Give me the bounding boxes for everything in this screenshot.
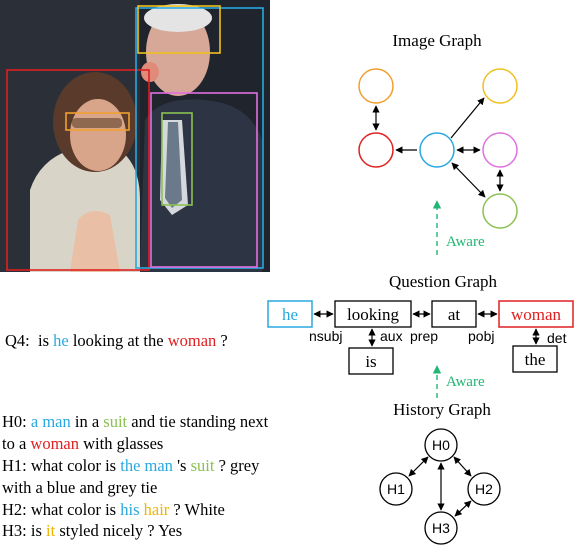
dep-label-prep: prep — [410, 328, 438, 344]
question-text: Q4: is he looking at the woman ? — [5, 331, 228, 350]
image-node-man — [419, 132, 455, 168]
bbox-woman — [6, 69, 150, 271]
image-node-glasses — [358, 68, 394, 104]
bbox-glasses — [65, 112, 130, 131]
qnode-at — [431, 300, 477, 328]
dep-label-nsubj: nsubj — [309, 328, 342, 344]
dep-label-pobj: pobj — [468, 328, 494, 344]
qnode-looking — [334, 300, 412, 328]
bbox-hair — [137, 5, 221, 54]
bbox-man — [135, 7, 264, 269]
history-h3: H3: is it styled nicely ? Yes — [2, 521, 183, 540]
image-node-hair — [482, 68, 518, 104]
history-h1-line2: with a blue and grey tie — [2, 478, 158, 497]
svg-text:H0: H0 — [432, 437, 450, 453]
bbox-suit — [150, 92, 258, 268]
history-h2: H2: what color is his hair ? White — [2, 500, 225, 519]
dep-label-det: det — [547, 330, 567, 346]
photo-illustration — [0, 0, 270, 272]
photo — [0, 0, 270, 272]
svg-text:the: the — [525, 350, 546, 369]
svg-text:is: is — [365, 352, 376, 371]
qnode-is — [348, 347, 394, 375]
history-graph-title: History Graph — [393, 400, 491, 419]
hnode-h3 — [424, 511, 458, 545]
history-h0-line1: H0: a man in a suit and tie standing nex… — [2, 412, 269, 431]
hnode-h2 — [467, 472, 501, 506]
hnode-h0 — [424, 428, 458, 462]
svg-text:H2: H2 — [475, 481, 493, 497]
image-node-suit — [482, 132, 518, 168]
question-graph-title: Question Graph — [389, 272, 498, 291]
qnode-he — [267, 300, 313, 328]
aware-label-history: Aware — [446, 374, 485, 390]
aware-label-image: Aware — [446, 234, 485, 250]
svg-text:looking: looking — [347, 305, 399, 324]
qnode-woman — [498, 300, 574, 328]
svg-text:he: he — [282, 305, 298, 324]
history-h0-line2: to a woman with glasses — [2, 434, 164, 453]
qnode-the — [512, 345, 558, 373]
hnode-h1 — [379, 472, 413, 506]
bbox-tie — [161, 112, 193, 206]
image-node-woman — [358, 132, 394, 168]
svg-text:woman: woman — [511, 305, 562, 324]
image-graph-title: Image Graph — [392, 31, 482, 50]
svg-text:H1: H1 — [387, 481, 405, 497]
svg-text:H3: H3 — [432, 520, 450, 536]
image-node-tie — [482, 193, 518, 229]
svg-text:at: at — [448, 305, 461, 324]
history-h1-line1: H1: what color is the man 's suit ? grey — [2, 456, 260, 475]
dep-label-aux: aux — [380, 328, 403, 344]
